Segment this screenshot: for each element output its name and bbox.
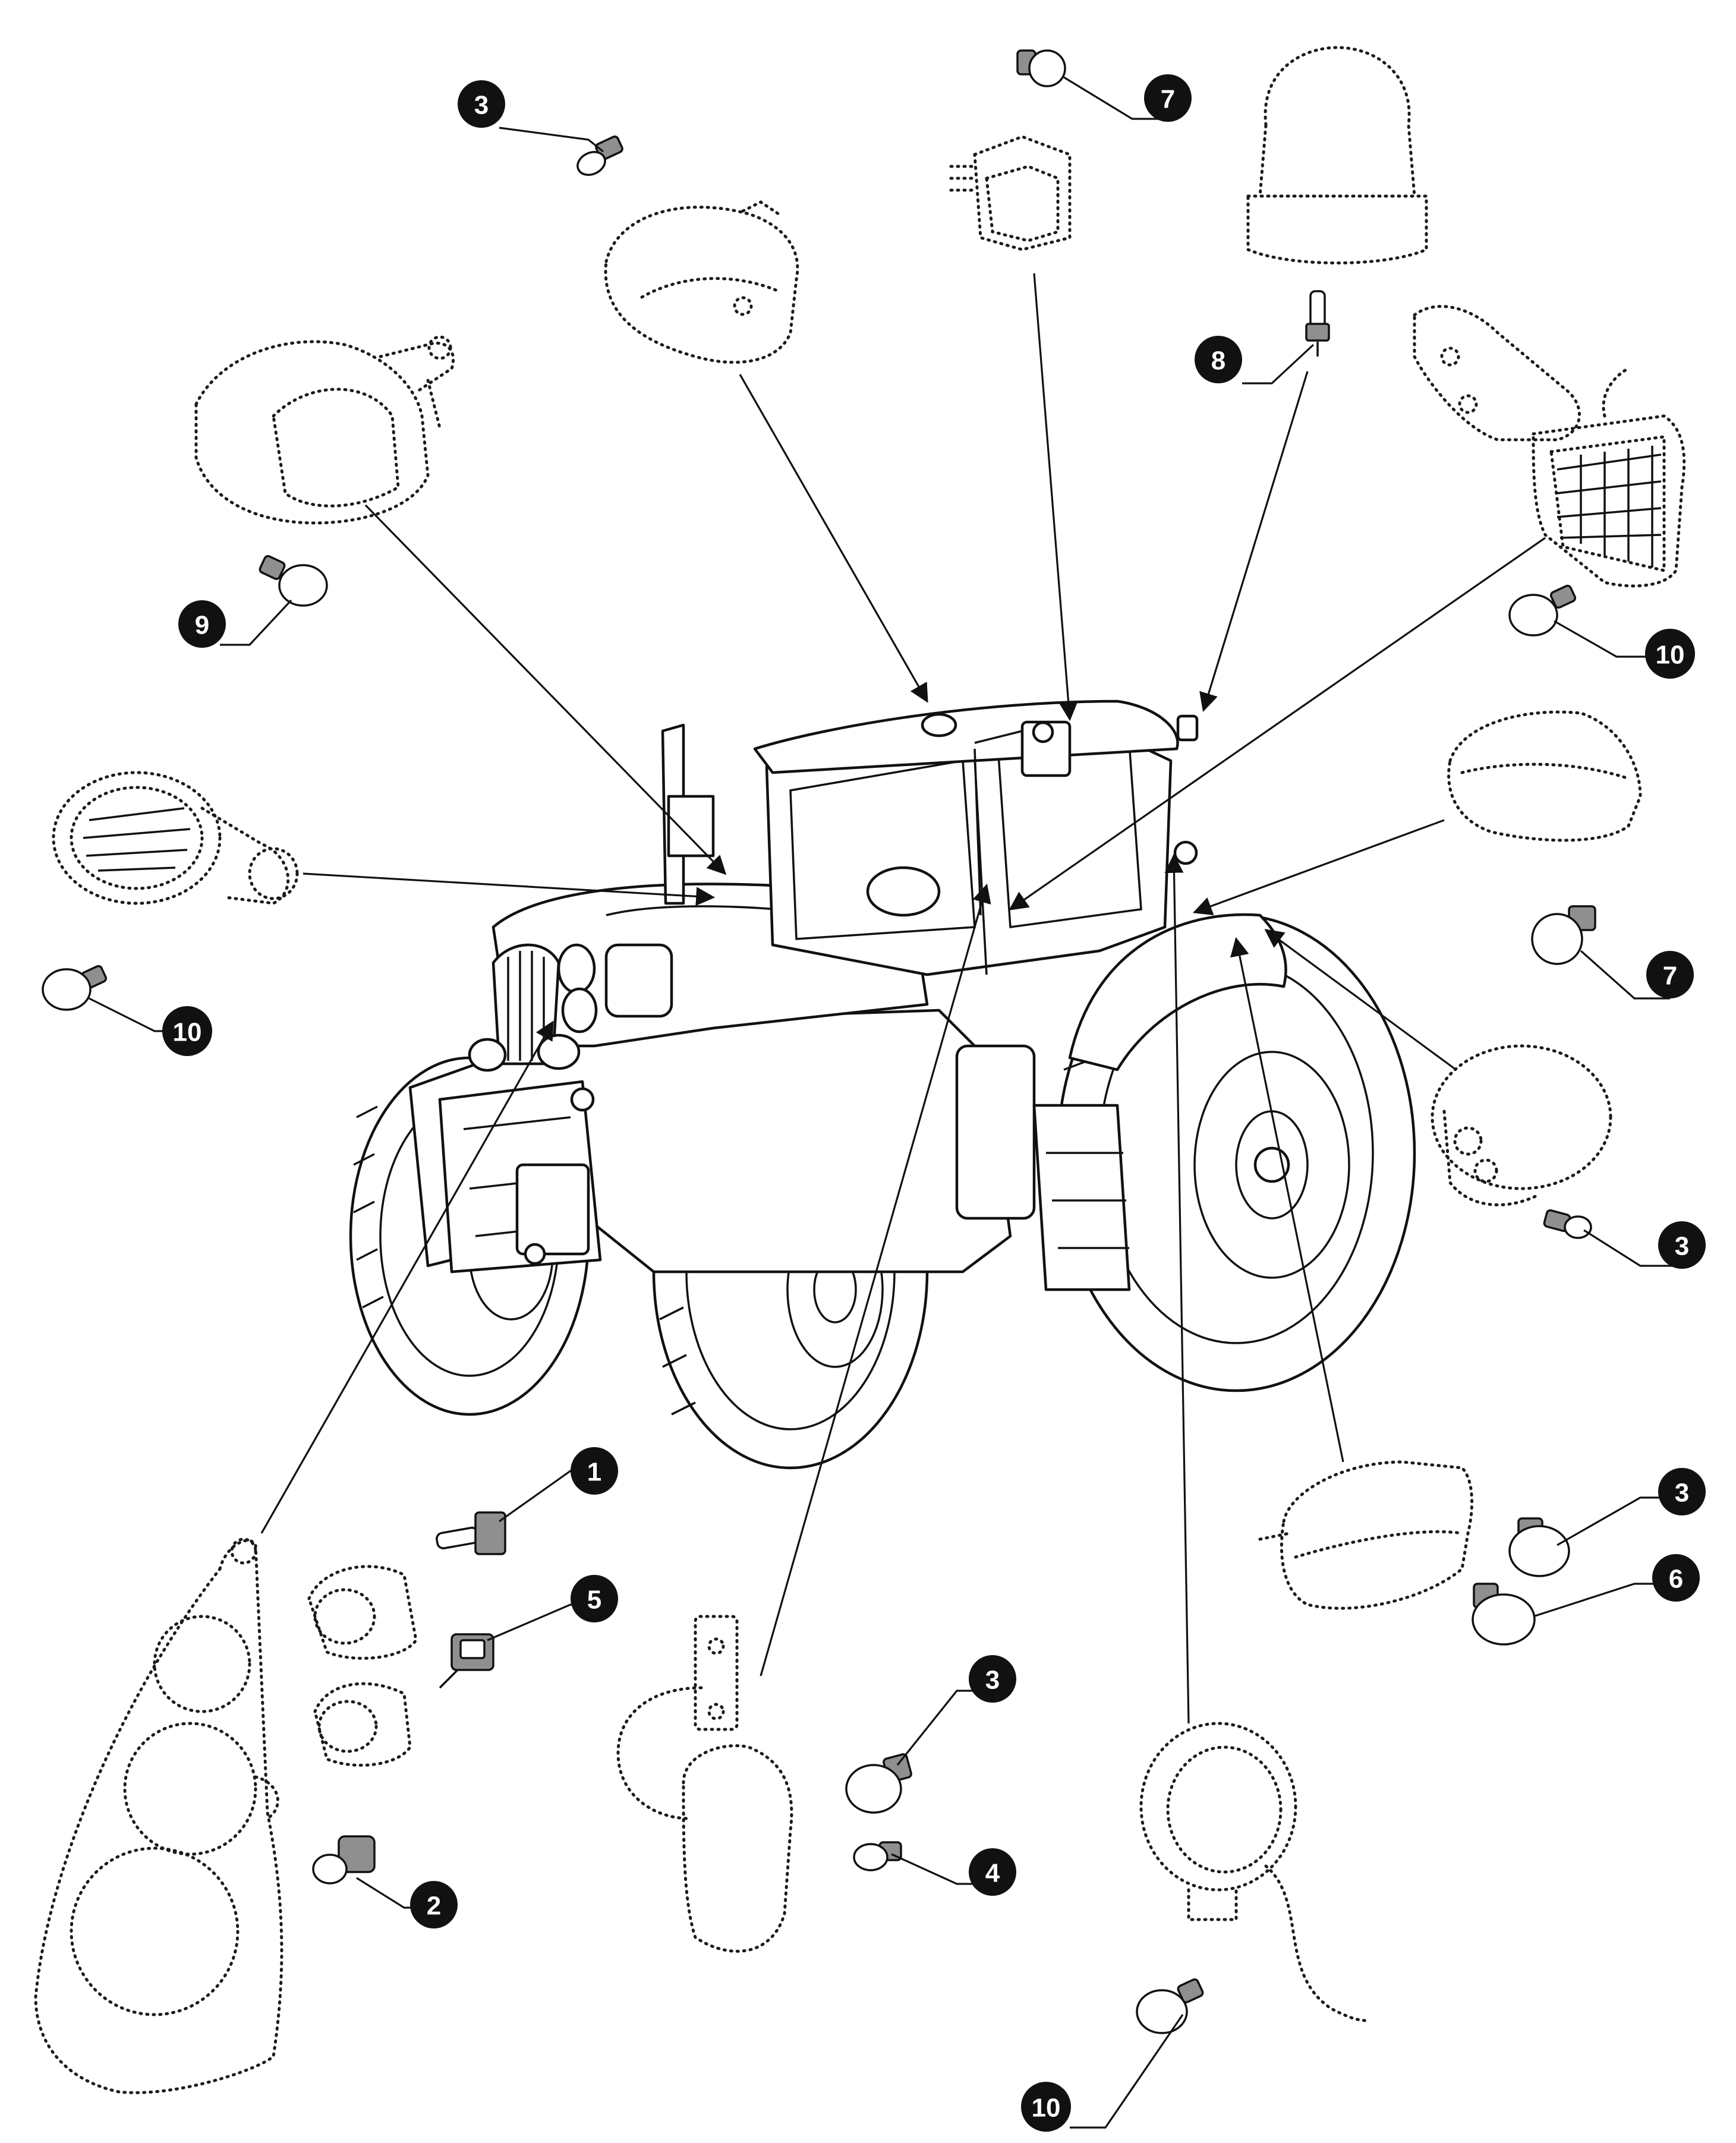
- callout-4: 4: [969, 1848, 1016, 1896]
- callout-5: 5: [571, 1575, 618, 1622]
- callout-label: 7: [1161, 85, 1175, 114]
- callout-9: 9: [178, 600, 226, 648]
- bulb-h4-1: [436, 1511, 506, 1555]
- bulb-halogen-h1: [1305, 290, 1330, 357]
- bulb-festoon-top: [576, 135, 623, 176]
- arrow-leaders: [260, 273, 1546, 1724]
- callout-label: 6: [1669, 1565, 1683, 1594]
- rear-work-light-bracket: [1413, 305, 1686, 588]
- callout-label: 9: [195, 611, 209, 640]
- callout-label: 5: [587, 1586, 601, 1615]
- bulbs: [42, 49, 1596, 2034]
- rear-tail-light: [1258, 1460, 1473, 1610]
- step-light-bracket: [616, 1615, 793, 1953]
- callout-1: 1: [571, 1447, 618, 1495]
- bulb-double-6: [1472, 1583, 1536, 1646]
- callout-label: 4: [985, 1859, 1000, 1888]
- callout-10-right-top: 10: [1645, 629, 1695, 679]
- headlight-reflector-units: [307, 1565, 418, 1767]
- bulb-single-10-left: [42, 965, 108, 1011]
- callout-label: 8: [1211, 346, 1225, 376]
- callout-10-left: 10: [162, 1006, 212, 1056]
- bulb-round-top: [1016, 49, 1066, 87]
- callout-8: 8: [1195, 336, 1242, 383]
- front-linkage: [438, 1080, 602, 1274]
- bulb-socket-2: [312, 1835, 376, 1884]
- main-headlight-housing: [34, 1537, 283, 2094]
- front-headlight-cluster: [468, 943, 673, 1072]
- callout-10-bottom: 10: [1021, 2082, 1071, 2132]
- bulb-single-10-right: [1508, 584, 1577, 636]
- callout-label: 1: [587, 1458, 601, 1487]
- mirror-assembly: [973, 720, 1072, 916]
- callout-3-top: 3: [458, 80, 505, 128]
- bulb-single-10-bottom: [1136, 1978, 1204, 2034]
- callout-2: 2: [410, 1881, 458, 1928]
- roof-work-light: [604, 200, 799, 364]
- side-work-light-round: [52, 771, 299, 905]
- callout-7-right: 7: [1646, 951, 1694, 998]
- bulb-h3-5: [439, 1633, 494, 1689]
- callout-3-right: 3: [1658, 1221, 1706, 1269]
- work-light-round-cable: [1139, 1722, 1369, 2022]
- bulb-double-3: [1508, 1517, 1570, 1577]
- callout-label: 7: [1663, 962, 1677, 991]
- side-work-light-oval: [194, 335, 455, 525]
- cab-beacon: [1173, 714, 1199, 865]
- callout-7-top: 7: [1144, 74, 1192, 122]
- flasher-relay: [949, 135, 1072, 251]
- bulb-single-9: [259, 555, 328, 607]
- bulb-round-7-right: [1531, 905, 1596, 965]
- tractor-illustration: [349, 699, 1416, 1470]
- callout-3-lower-right: 3: [1658, 1468, 1706, 1515]
- callout-label: 3: [1675, 1232, 1689, 1261]
- side-marker-lamp: [1447, 710, 1642, 842]
- bulb-single-3-center: [845, 1753, 912, 1814]
- callout-label: 10: [1656, 641, 1685, 670]
- rear-lamp-housing: [1431, 1044, 1612, 1206]
- fuel-tank-steps: [955, 1044, 1131, 1291]
- rotating-beacon-dome: [1246, 46, 1428, 264]
- callout-label: 10: [1032, 2094, 1061, 2123]
- bulb-festoon-3-right: [1543, 1209, 1592, 1239]
- callout-6: 6: [1652, 1554, 1700, 1602]
- callout-label: 3: [1675, 1479, 1689, 1508]
- callout-3-center: 3: [969, 1655, 1016, 1703]
- callout-label: 3: [474, 91, 489, 120]
- callout-label: 2: [427, 1892, 441, 1921]
- callout-label: 3: [985, 1666, 1000, 1695]
- callout-label: 10: [173, 1018, 202, 1047]
